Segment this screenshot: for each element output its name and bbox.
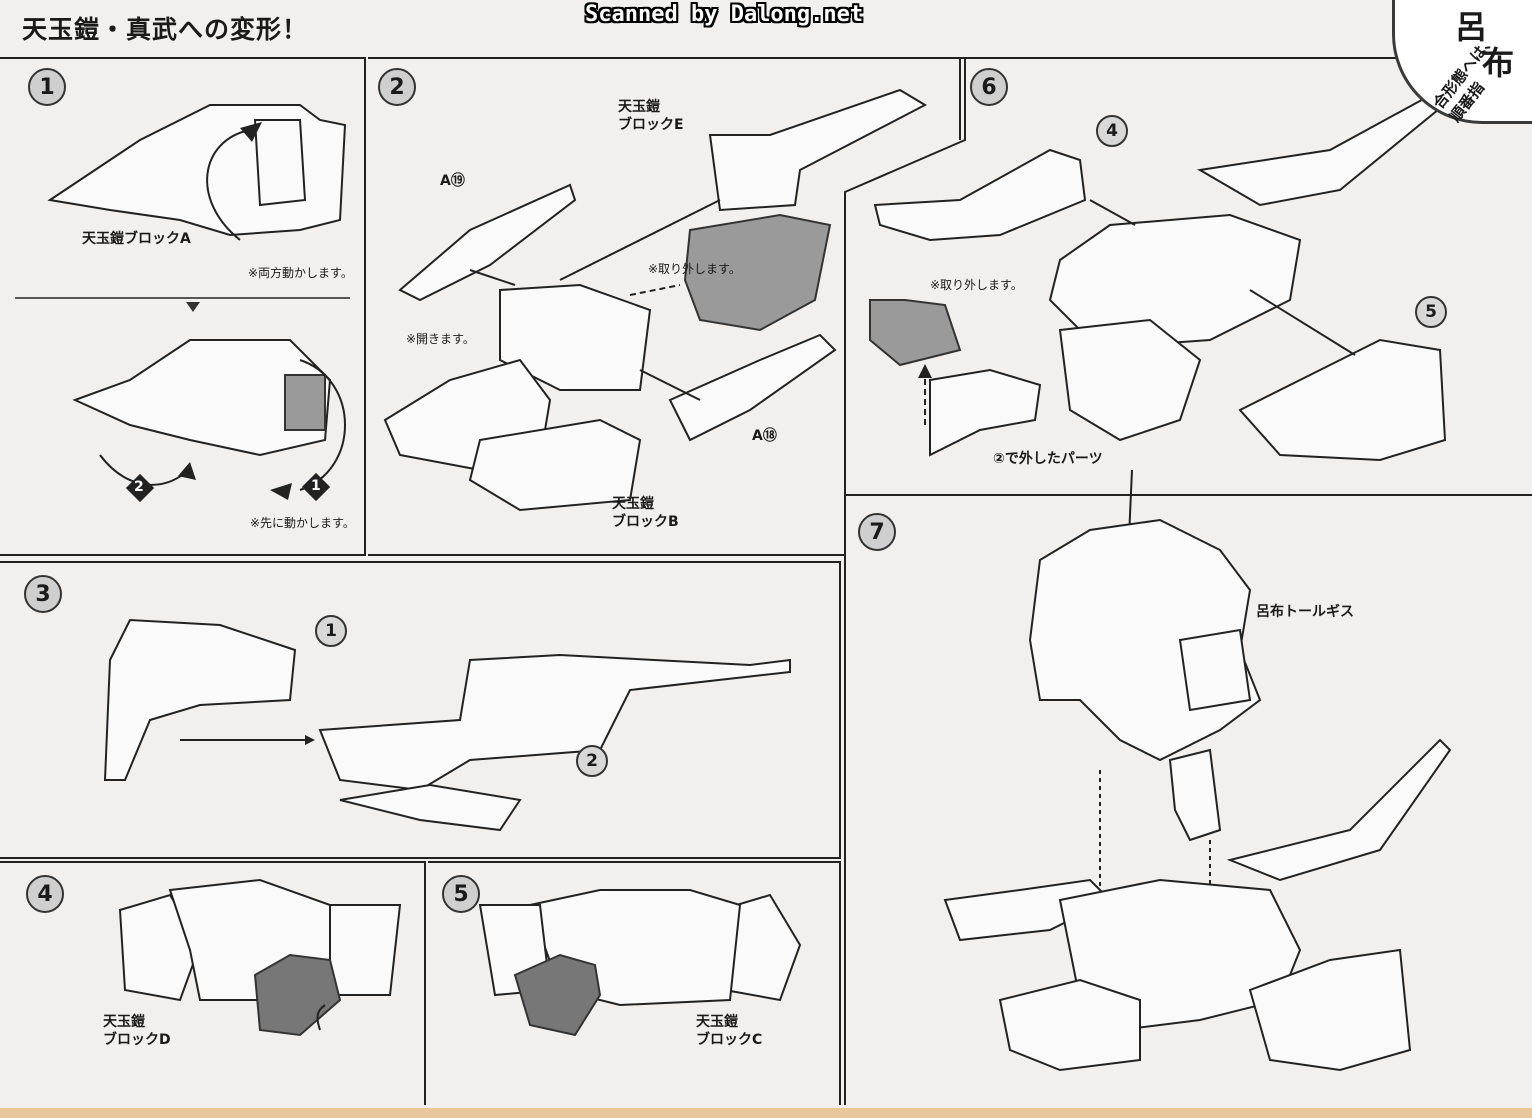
step-badge-5: 5: [442, 875, 480, 913]
step6-removed-parts-label: ②で外したパーツ: [993, 451, 1103, 467]
step-badge-4: 4: [26, 875, 64, 913]
step-badge-2: 2: [378, 68, 416, 106]
step1-note-both: ※両方動かします。: [248, 266, 353, 280]
scan-credit: Scanned by Dalong.net: [585, 2, 864, 27]
step-badge-6: 6: [970, 68, 1008, 106]
bottom-strip: [0, 1108, 1532, 1118]
step-badge-7: 7: [858, 513, 896, 551]
step1-block-label: 天玉鎧ブロックA: [82, 231, 191, 247]
step2-block-e-label: 天玉鎧 ブロックE: [618, 99, 684, 133]
step2-part-a18: A⑱: [752, 428, 777, 444]
step5-art: [478, 889, 802, 1037]
step1-order-1: 1: [311, 478, 321, 494]
step2-note-open: ※開きます。: [406, 332, 475, 346]
corner-char-1: 呂: [1455, 8, 1488, 46]
step2-part-a19: A⑲: [440, 173, 465, 189]
step-badge-3: 3: [24, 575, 62, 613]
step7-unit-label: 呂布トールギス: [1256, 604, 1354, 620]
step4-art: [118, 878, 402, 1037]
step5-block-c-label: 天玉鎧 ブロックC: [696, 1014, 763, 1048]
step2-art: [383, 88, 928, 512]
step6-ref-5: 5: [1415, 296, 1447, 328]
step7-art: [943, 469, 1452, 1072]
step3-art: [103, 618, 791, 832]
step6-ref-4: 4: [1096, 115, 1128, 147]
step1-note-first: ※先に動かします。: [250, 516, 355, 530]
page-title: 天玉鎧・真武への変形！: [22, 15, 309, 44]
step4-block-d-label: 天玉鎧 ブロックD: [103, 1014, 171, 1048]
panel-frames: [0, 57, 1532, 1105]
step1-art: [47, 104, 347, 503]
step3-ref-2: 2: [576, 745, 608, 777]
step6-art: [869, 88, 1452, 462]
step3-ref-1: 1: [315, 615, 347, 647]
step1-order-2: 2: [134, 479, 144, 495]
step-badge-1: 1: [28, 68, 66, 106]
step6-note-remove: ※取り外します。: [930, 278, 1023, 292]
step2-block-b-label: 天玉鎧 ブロックB: [612, 496, 679, 530]
step2-note-remove: ※取り外します。: [648, 262, 741, 276]
corner-char-2: 布: [1482, 44, 1515, 82]
